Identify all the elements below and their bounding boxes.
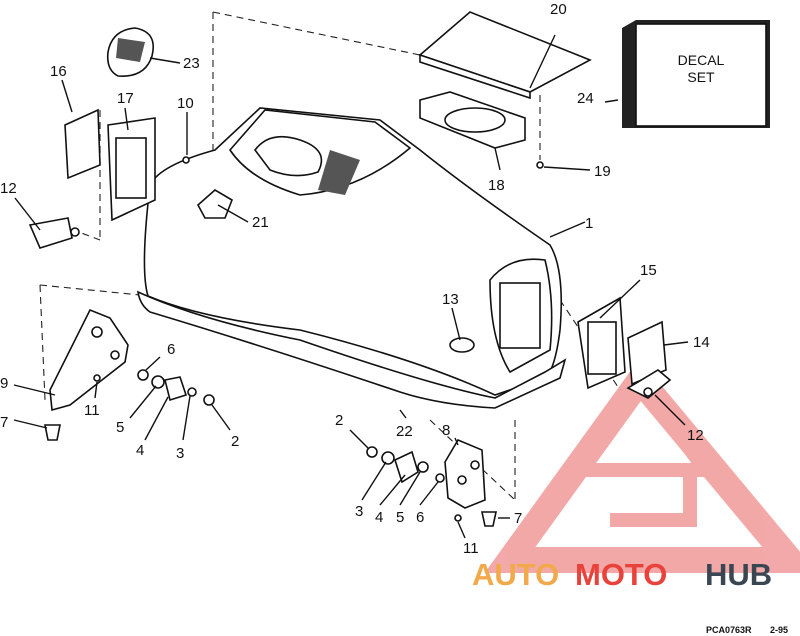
callout-7-right: 7 [514, 510, 522, 527]
screw-19 [536, 161, 544, 169]
callout-numbers: 1 20 24 23 16 17 10 18 19 12 21 15 14 13… [0, 1, 710, 557]
left-pin-11 [93, 374, 101, 382]
decal-set-box: DECAL SET [622, 20, 770, 128]
right-latch-12 [626, 369, 672, 399]
callout-12-right: 12 [687, 427, 704, 444]
callout-4-right: 4 [375, 509, 383, 526]
left-latch-12 [28, 217, 80, 249]
callout-17: 17 [117, 90, 134, 107]
callout-8: 8 [442, 422, 450, 439]
callout-15: 15 [640, 262, 657, 279]
figure-reference-date: 2-95 [770, 625, 788, 635]
callout-3-left: 3 [176, 445, 184, 462]
cable-bundle [106, 27, 154, 77]
left-seal-pad [64, 108, 101, 180]
top-seal-ring [419, 91, 526, 149]
callout-14: 14 [693, 334, 710, 351]
callout-13: 13 [442, 291, 459, 308]
leader-lines [13, 34, 689, 539]
callout-11-right: 11 [463, 540, 479, 557]
callout-24: 24 [577, 90, 594, 107]
callout-5-left: 5 [116, 419, 124, 436]
callout-10: 10 [177, 95, 194, 112]
callout-20: 20 [550, 1, 567, 18]
engine-cowl [136, 107, 567, 409]
right-bolt-7 [481, 511, 497, 527]
left-access-panel [107, 117, 156, 222]
right-seal-pad [627, 320, 667, 386]
top-cover-plate [418, 11, 592, 100]
callout-23: 23 [183, 55, 200, 72]
callout-19: 19 [594, 163, 611, 180]
decal-line-1: DECAL [678, 52, 725, 68]
watermark-auto: AUTO [472, 557, 559, 592]
callout-5-right: 5 [396, 509, 404, 526]
screw-10 [182, 156, 190, 164]
callout-22: 22 [396, 423, 413, 440]
decal-line-2: SET [687, 69, 715, 85]
right-pin-11 [454, 514, 462, 522]
left-bolt-7 [44, 424, 61, 441]
callout-6-right: 6 [416, 509, 424, 526]
callout-2-right: 2 [335, 412, 343, 429]
automotohub-logo [484, 358, 800, 573]
callout-7-left: 7 [0, 414, 8, 431]
callout-1: 1 [585, 215, 593, 232]
callout-18: 18 [488, 177, 505, 194]
figure-reference-code: PCA0763R [706, 625, 752, 635]
left-hinge-hardware [137, 369, 215, 406]
callout-2-left: 2 [231, 433, 239, 450]
callout-4-left: 4 [136, 442, 144, 459]
left-hinge-bracket [49, 308, 129, 412]
callout-21: 21 [252, 214, 269, 231]
right-hinge-hardware [366, 446, 445, 484]
callout-6-left: 6 [167, 341, 175, 358]
callout-3-right: 3 [355, 503, 363, 520]
callout-16: 16 [50, 63, 67, 80]
watermark-moto: MOTO [575, 557, 667, 592]
right-hinge-bracket [444, 438, 486, 509]
callout-11-left: 11 [84, 402, 100, 419]
right-access-panel [577, 296, 626, 390]
watermark-hub: HUB [705, 557, 772, 592]
callout-12-left: 12 [0, 180, 17, 197]
callout-9: 9 [0, 375, 8, 392]
